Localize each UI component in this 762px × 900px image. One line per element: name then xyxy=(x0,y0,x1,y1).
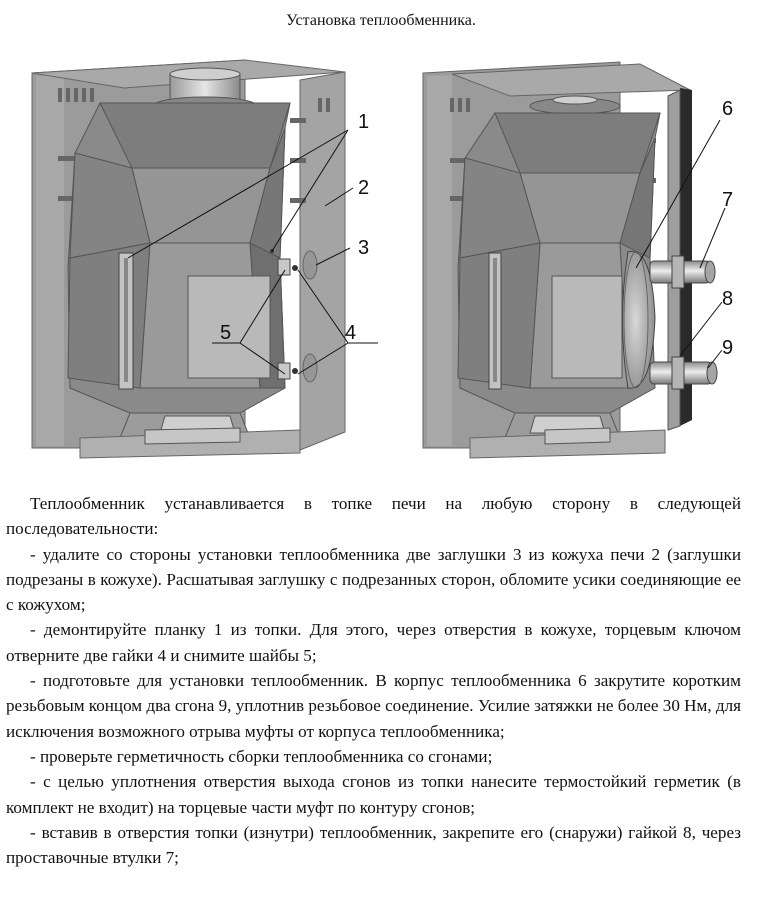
step-remove-plugs: - удалите со стороны установки теплообме… xyxy=(6,544,741,615)
step-install-exchanger: - вставив в отверстия топки (изнутри) те… xyxy=(6,822,741,868)
step-check-seal: - проверьте герметичность сборки теплооб… xyxy=(30,746,493,766)
callout-3: 3 xyxy=(358,237,369,259)
callout-1: 1 xyxy=(358,111,369,133)
stove-left xyxy=(31,59,346,459)
callout-2: 2 xyxy=(358,177,369,199)
stove-right xyxy=(422,61,718,459)
callout-4: 4 xyxy=(345,322,356,344)
callout-7: 7 xyxy=(722,189,733,211)
stove-diagram: 1 2 3 4 5 xyxy=(0,58,762,478)
callout-6: 6 xyxy=(722,98,733,120)
step-prepare-exchanger: - подготовьте для установки теплообменни… xyxy=(6,671,741,741)
callout-5: 5 xyxy=(220,322,231,344)
callout-8: 8 xyxy=(722,288,733,310)
instructions-text: Теплообменник устанавливается в топке пе… xyxy=(6,491,741,870)
callout-9: 9 xyxy=(722,337,733,359)
step-remove-plank: - демонтируйте планку 1 из топки. Для эт… xyxy=(6,620,741,665)
page-title: Установка теплообменника. xyxy=(286,12,476,29)
step-apply-sealant: - с целью уплотнения отверстия выхода сг… xyxy=(6,772,741,817)
intro-paragraph: Теплообменник устанавливается в топке пе… xyxy=(6,494,741,539)
